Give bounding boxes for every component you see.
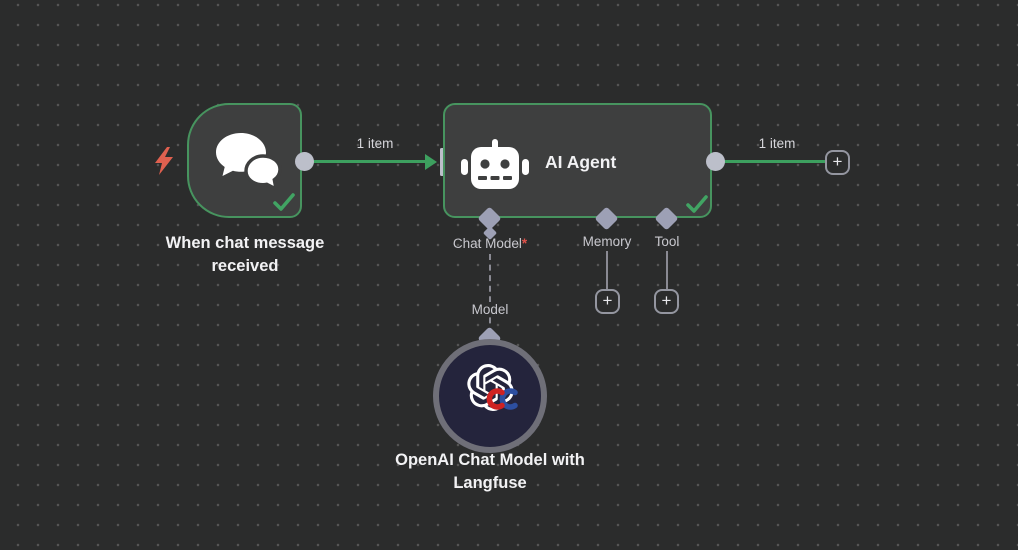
chat-model-port-label: Chat Model* [452, 236, 528, 251]
agent-output-connector[interactable] [706, 152, 725, 171]
plus-icon: + [602, 291, 613, 310]
check-icon [273, 192, 295, 212]
robot-icon [459, 139, 531, 191]
model-connection-label: Model [454, 302, 526, 317]
tool-connection-stub [666, 251, 668, 291]
memory-connection-stub [606, 251, 608, 291]
add-tool-button[interactable]: + [654, 289, 679, 314]
connection-items-label: 1 item [356, 136, 394, 151]
trigger-output-connector[interactable] [295, 152, 314, 171]
required-asterisk: * [521, 236, 528, 251]
memory-port-label: Memory [582, 234, 632, 249]
tool-port-label: Tool [654, 234, 680, 249]
model-node-title: OpenAI Chat Model with Langfuse [395, 451, 585, 492]
plus-icon: + [661, 291, 672, 310]
lightning-icon [152, 146, 176, 176]
connection-agent-to-model[interactable] [489, 254, 491, 334]
connection-trigger-to-agent[interactable] [304, 160, 430, 163]
connection-arrowhead [425, 153, 437, 170]
agent-node-title: AI Agent [545, 152, 617, 172]
plus-icon: + [832, 152, 843, 171]
check-icon [686, 194, 708, 214]
chat-bubbles-icon [212, 131, 282, 191]
trigger-node-title: When chat message received [165, 234, 325, 275]
add-next-node-button[interactable]: + [825, 150, 850, 175]
connection-agent-output[interactable] [716, 160, 826, 163]
connection-items-label: 1 item [758, 136, 796, 151]
add-memory-button[interactable]: + [595, 289, 620, 314]
langfuse-icon [482, 388, 522, 410]
